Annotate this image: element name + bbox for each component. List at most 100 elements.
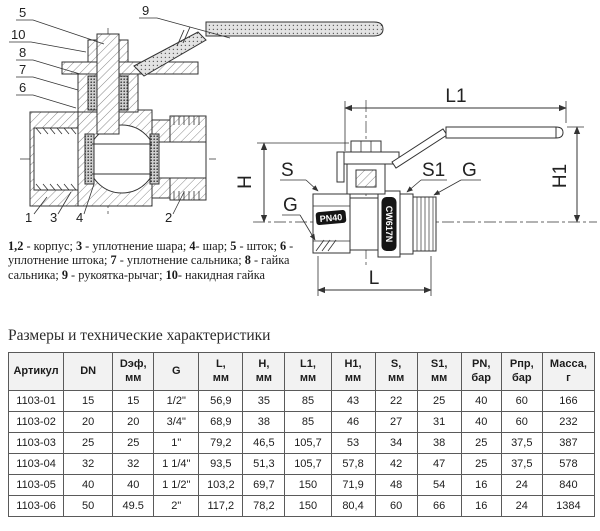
dim-label-H: H xyxy=(235,175,256,189)
handle-arm xyxy=(133,31,207,77)
column-header: H, мм xyxy=(242,352,286,391)
table-cell: 1103-04 xyxy=(7,453,65,475)
callout-3: 3 xyxy=(50,210,57,225)
table-cell: 40 xyxy=(63,474,114,496)
table-cell: 66 xyxy=(416,495,462,517)
column-header: G xyxy=(153,352,200,391)
table-cell: 40 xyxy=(112,474,155,496)
callout-7: 7 xyxy=(19,62,26,77)
table-cell: 56,9 xyxy=(198,390,244,412)
table-cell: 69,7 xyxy=(242,474,286,496)
table-cell: 15 xyxy=(63,390,114,412)
table-cell: 1103-01 xyxy=(7,390,65,412)
column-header: Рпр, бар xyxy=(500,352,543,391)
table-cell: 51,3 xyxy=(242,453,286,475)
table-cell: 79,2 xyxy=(198,432,244,454)
stem xyxy=(96,33,120,135)
table-cell: 1/2" xyxy=(153,390,200,412)
table-cell: 25 xyxy=(63,432,114,454)
table-cell: 22 xyxy=(374,390,418,412)
table-cell: 103,2 xyxy=(198,474,244,496)
table-cell: 25 xyxy=(112,432,155,454)
dim-label-L: L xyxy=(369,268,380,289)
table-cell: 105,7 xyxy=(284,432,332,454)
table-cell: 46,5 xyxy=(242,432,286,454)
table-cell: 387 xyxy=(541,432,596,454)
table-cell: 24 xyxy=(500,474,543,496)
table-cell: 60 xyxy=(500,390,543,412)
callout-10: 10 xyxy=(11,27,25,42)
table-cell: 16 xyxy=(460,495,502,517)
table-cell: 85 xyxy=(284,411,332,433)
table-cell: 37,5 xyxy=(500,453,543,475)
table-cell: 1 1/2" xyxy=(153,474,200,496)
table-cell: 46 xyxy=(330,411,376,433)
callout-8: 8 xyxy=(19,45,26,60)
valve-drawings: 5 10 8 7 6 9 1 3 4 2 xyxy=(9,3,597,296)
table-cell: 71,9 xyxy=(330,474,376,496)
table-cell: 1103-02 xyxy=(7,411,65,433)
table-cell: 85 xyxy=(284,390,332,412)
pn40-label: PN40 xyxy=(319,212,342,224)
table-cell: 35 xyxy=(242,390,286,412)
dim-label-L1: L1 xyxy=(445,86,466,107)
table-cell: 68,9 xyxy=(198,411,244,433)
table-cell: 57,8 xyxy=(330,453,376,475)
table-cell: 42 xyxy=(374,453,418,475)
handle-flange xyxy=(61,61,199,75)
dim-label-G-right: G xyxy=(462,160,477,181)
table-cell: 840 xyxy=(541,474,596,496)
column-header: Масса, г xyxy=(541,352,596,391)
column-header: H1, мм xyxy=(330,352,376,391)
callout-6: 6 xyxy=(19,80,26,95)
callout-5: 5 xyxy=(19,5,26,20)
table-cell: 43 xyxy=(330,390,376,412)
dimension-diagram: PN40 CW617N L1 H1 H L xyxy=(235,86,597,296)
ball xyxy=(87,124,157,194)
column-header: L, мм xyxy=(198,352,244,391)
table-cell: 150 xyxy=(284,495,332,517)
table-cell: 1384 xyxy=(541,495,596,517)
callout-9: 9 xyxy=(142,3,149,18)
table-cell: 25 xyxy=(460,453,502,475)
callout-2: 2 xyxy=(165,210,172,225)
table-cell: 1103-03 xyxy=(7,432,65,454)
table-cell: 150 xyxy=(284,474,332,496)
table-cell: 16 xyxy=(460,474,502,496)
stem-seal-right xyxy=(118,75,129,111)
alloy-marking: CW617N xyxy=(381,197,397,251)
column-header: L1, мм xyxy=(284,352,332,391)
table-cell: 27 xyxy=(374,411,418,433)
table-cell: 32 xyxy=(112,453,155,475)
table-cell: 37,5 xyxy=(500,432,543,454)
table-cell: 50 xyxy=(63,495,114,517)
table-cell: 117,2 xyxy=(198,495,244,517)
table-cell: 1 1/4" xyxy=(153,453,200,475)
handle-grip xyxy=(205,21,384,37)
table-cell: 93,5 xyxy=(198,453,244,475)
pressure-marking: PN40 xyxy=(315,209,347,226)
table-cell: 78,2 xyxy=(242,495,286,517)
table-cell: 48 xyxy=(374,474,418,496)
table-cell: 32 xyxy=(63,453,114,475)
dim-label-S1: S1 xyxy=(422,160,445,181)
table-cell: 20 xyxy=(112,411,155,433)
cw617n-label: CW617N xyxy=(384,206,394,243)
table-cell: 1" xyxy=(153,432,200,454)
table-cell: 31 xyxy=(416,411,462,433)
table-cell: 1103-05 xyxy=(7,474,65,496)
table-cell: 2" xyxy=(153,495,200,517)
table-cell: 40 xyxy=(460,411,502,433)
ball-seal-right xyxy=(149,133,160,185)
table-cell: 25 xyxy=(416,390,462,412)
table-cell: 54 xyxy=(416,474,462,496)
table-cell: 40 xyxy=(460,390,502,412)
dim-label-S: S xyxy=(281,160,294,181)
